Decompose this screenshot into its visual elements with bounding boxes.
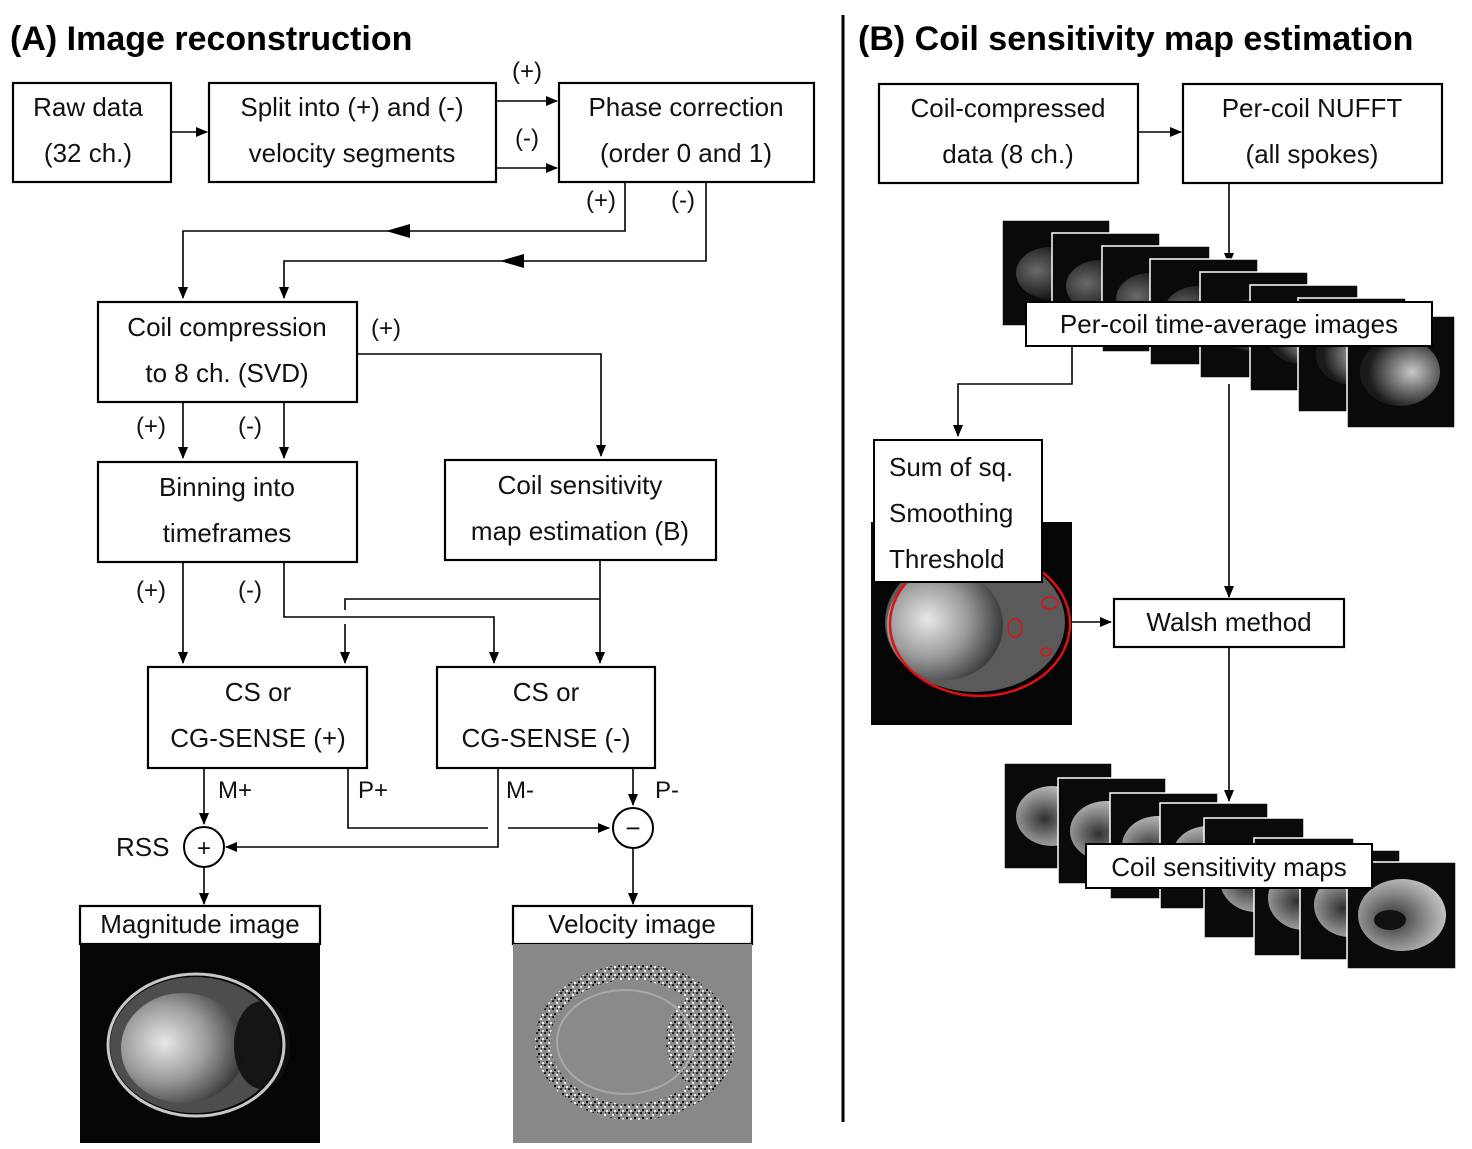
- svg-text:Coil-compressed: Coil-compressed: [910, 93, 1105, 123]
- split-segments-box: Split into (+) and (-) velocity segments: [207, 81, 498, 184]
- svg-text:Per-coil NUFFT: Per-coil NUFFT: [1222, 93, 1403, 123]
- magnitude-image-panel: Magnitude image: [78, 904, 322, 1143]
- label-plus-top: (+): [512, 58, 542, 85]
- svg-text:−: −: [625, 813, 640, 843]
- svg-text:Split into (+) and (-): Split into (+) and (-): [240, 92, 463, 122]
- svg-text:velocity segments: velocity segments: [249, 138, 456, 168]
- svg-text:Smoothing: Smoothing: [889, 498, 1013, 528]
- coil-compressed-box: Coil-compressed data (8 ch.): [877, 82, 1140, 185]
- svg-text:timeframes: timeframes: [163, 518, 292, 548]
- label-plus-phase: (+): [586, 187, 616, 214]
- coil-compression-box: Coil compression to 8 ch. (SVD): [96, 300, 359, 404]
- svg-text:(32 ch.): (32 ch.): [44, 138, 132, 168]
- svg-text:data (8 ch.): data (8 ch.): [942, 139, 1074, 169]
- coil-sensitivity-maps-label-box: Coil sensitivity maps: [1085, 843, 1373, 889]
- coil-sensitivity-estimation-box: Coil sensitivity map estimation (B): [443, 458, 718, 562]
- label-m-minus: M-: [506, 777, 534, 804]
- magnitude-image-label: Magnitude image: [100, 909, 299, 939]
- panel-b-title: (B) Coil sensitivity map estimation: [858, 20, 1413, 58]
- svg-text:(order 0 and 1): (order 0 and 1): [600, 138, 772, 168]
- svg-text:map estimation (B): map estimation (B): [471, 516, 689, 546]
- svg-text:Coil compression: Coil compression: [127, 312, 326, 342]
- svg-text:Threshold: Threshold: [889, 544, 1005, 574]
- label-plus-cc-right: (+): [371, 315, 401, 342]
- svg-text:Binning into: Binning into: [159, 472, 295, 502]
- walsh-method-box: Walsh method: [1112, 597, 1346, 649]
- phase-difference-node: −: [612, 807, 654, 849]
- velocity-image-label: Velocity image: [548, 909, 716, 939]
- panel-a-title: (A) Image reconstruction: [10, 20, 412, 58]
- svg-text:Phase correction: Phase correction: [588, 92, 783, 122]
- binning-box: Binning into timeframes: [96, 460, 359, 564]
- svg-text:CG-SENSE (-): CG-SENSE (-): [462, 723, 631, 753]
- sos-smoothing-threshold-box: Sum of sq. Smoothing Threshold: [873, 439, 1043, 583]
- label-minus-phase: (-): [671, 187, 695, 214]
- svg-text:(all spokes): (all spokes): [1246, 139, 1379, 169]
- per-coil-nufft-box: Per-coil NUFFT (all spokes): [1181, 82, 1444, 185]
- svg-text:CS or: CS or: [225, 677, 292, 707]
- label-plus-bin: (+): [136, 577, 166, 604]
- svg-text:CS or: CS or: [513, 677, 580, 707]
- label-p-plus: P+: [358, 777, 388, 804]
- svg-text:Walsh method: Walsh method: [1146, 607, 1311, 637]
- label-plus-cc: (+): [136, 413, 166, 440]
- label-minus-bin: (-): [238, 577, 262, 604]
- label-minus-top: (-): [515, 125, 539, 152]
- phase-correction-box: Phase correction (order 0 and 1): [557, 81, 816, 184]
- svg-text:Coil sensitivity: Coil sensitivity: [498, 470, 663, 500]
- label-rss: RSS: [116, 832, 169, 862]
- label-minus-cc: (-): [238, 413, 262, 440]
- velocity-image-panel: Velocity image: [511, 904, 754, 1143]
- svg-text:Coil sensitivity maps: Coil sensitivity maps: [1111, 852, 1347, 882]
- raw-data-box: Raw data (32 ch.): [11, 81, 173, 184]
- rss-sum-node: +: [183, 826, 225, 868]
- svg-text:CG-SENSE (+): CG-SENSE (+): [170, 723, 346, 753]
- svg-text:Sum of sq.: Sum of sq.: [889, 452, 1013, 482]
- svg-text:+: +: [197, 835, 211, 862]
- time-average-label-box: Per-coil time-average images: [1025, 301, 1433, 347]
- label-p-minus: P-: [655, 777, 679, 804]
- svg-text:to 8 ch. (SVD): to 8 ch. (SVD): [145, 358, 308, 388]
- label-m-plus: M+: [218, 777, 252, 804]
- cs-minus-box: CS or CG-SENSE (-): [435, 665, 657, 770]
- svg-text:Per-coil time-average images: Per-coil time-average images: [1060, 309, 1398, 339]
- svg-text:Raw data: Raw data: [33, 92, 143, 122]
- cs-plus-box: CS or CG-SENSE (+): [146, 665, 369, 770]
